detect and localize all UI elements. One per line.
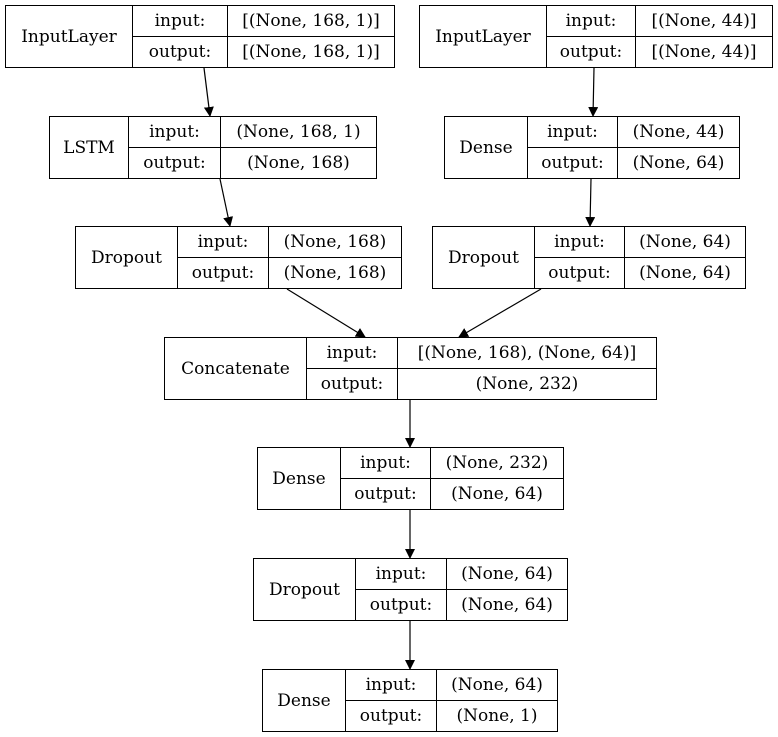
output-label: output: [359,705,423,726]
node-dropout-2: Dropout input: output: (None, 64) (None,… [432,226,746,289]
input-label: input: [346,670,436,701]
io-labels: input: output: [535,227,624,288]
input-label: input: [528,117,617,148]
input-label: input: [535,227,624,258]
input-shape: (None, 44) [617,117,739,148]
input-shape: (None, 232) [430,448,563,479]
edge-dropout2-concat [458,288,542,338]
io-values: (None, 168) (None, 168) [268,227,401,288]
edge-dropout1-concat [286,288,366,338]
output-shape: (None, 1) [436,700,557,731]
input-shape: [(None, 168), (None, 64)] [397,338,656,369]
node-lstm: LSTM input: output: (None, 168, 1) (None… [49,116,377,179]
io-labels: input: output: [547,6,635,67]
layer-name: InputLayer [6,6,133,67]
node-dense-2: Dense input: output: (None, 232) (None, … [257,447,564,510]
output-label: output: [369,594,433,615]
io-values: (None, 44) (None, 64) [617,117,739,178]
io-labels: input: output: [528,117,617,178]
input-shape: (None, 64) [446,559,567,590]
output-shape: [(None, 44)] [635,36,772,67]
output-label: output: [548,262,611,283]
input-shape: (None, 168, 1) [220,117,376,148]
input-label: input: [356,559,446,590]
layer-name: Dropout [433,227,535,288]
input-label: input: [307,338,397,369]
output-label: output: [191,262,255,283]
node-dropout-1: Dropout input: output: (None, 168) (None… [75,226,402,289]
io-values: [(None, 44)] [(None, 44)] [635,6,772,67]
output-shape: (None, 168) [220,147,376,178]
io-values: (None, 232) (None, 64) [430,448,563,509]
layer-name: Dropout [254,559,356,620]
input-shape: (None, 168) [268,227,401,258]
layer-name: Dense [445,117,528,178]
input-label: input: [341,448,430,479]
output-shape: (None, 64) [617,147,739,178]
node-input-layer-2: InputLayer input: output: [(None, 44)] [… [419,5,773,68]
output-label: output: [541,152,604,173]
io-labels: input: output: [129,117,220,178]
input-label: input: [547,6,635,37]
output-label: output: [559,41,623,62]
output-label: output: [320,373,384,394]
io-values: [(None, 168, 1)] [(None, 168, 1)] [227,6,394,67]
io-labels: input: output: [341,448,430,509]
io-labels: input: output: [307,338,397,399]
layer-name: Dense [258,448,341,509]
io-values: (None, 64) (None, 64) [624,227,745,288]
output-shape: (None, 64) [624,257,745,288]
output-shape: (None, 232) [397,368,656,399]
io-values: (None, 64) (None, 64) [446,559,567,620]
edge-dense1-dropout2 [585,178,596,227]
input-shape: [(None, 44)] [635,6,772,37]
output-shape: (None, 64) [446,589,567,620]
io-labels: input: output: [133,6,227,67]
node-dense-3: Dense input: output: (None, 64) (None, 1… [262,669,558,732]
node-input-layer-1: InputLayer input: output: [(None, 168, 1… [5,5,395,68]
output-label: output: [354,483,417,504]
input-shape: [(None, 168, 1)] [227,6,394,37]
node-dropout-3: Dropout input: output: (None, 64) (None,… [253,558,568,621]
input-label: input: [129,117,220,148]
node-concatenate: Concatenate input: output: [(None, 168),… [164,337,657,400]
io-values: (None, 168, 1) (None, 168) [220,117,376,178]
layer-name: InputLayer [420,6,547,67]
input-shape: (None, 64) [624,227,745,258]
output-shape: (None, 64) [430,478,563,509]
input-shape: (None, 64) [436,670,557,701]
layer-name: Concatenate [165,338,307,399]
output-label: output: [148,41,212,62]
io-labels: input: output: [346,670,436,731]
output-shape: (None, 168) [268,257,401,288]
node-dense-1: Dense input: output: (None, 44) (None, 6… [444,116,740,179]
edge-input2-dense1 [588,67,599,117]
output-label: output: [143,152,206,173]
input-label: input: [133,6,227,37]
output-shape: [(None, 168, 1)] [227,36,394,67]
layer-name: Dropout [76,227,178,288]
layer-name: LSTM [50,117,129,178]
io-labels: input: output: [178,227,268,288]
layer-name: Dense [263,670,346,731]
edge-lstm-dropout1 [219,178,234,227]
edge-input1-lstm [203,67,214,117]
io-values: [(None, 168), (None, 64)] (None, 232) [397,338,656,399]
input-label: input: [178,227,268,258]
io-labels: input: output: [356,559,446,620]
io-values: (None, 64) (None, 1) [436,670,557,731]
